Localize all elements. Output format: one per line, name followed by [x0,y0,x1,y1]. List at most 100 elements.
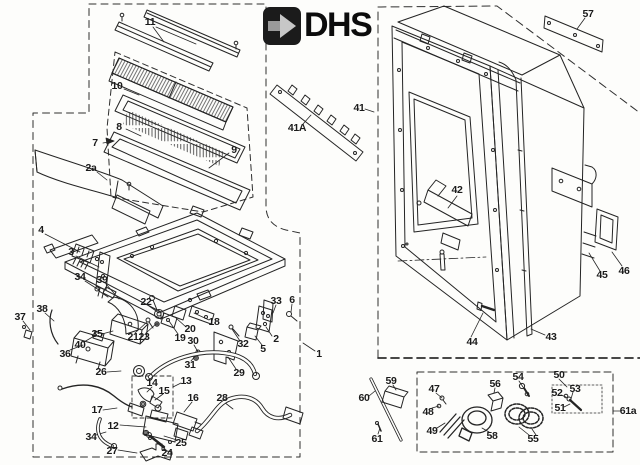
hinge-pin [439,253,446,271]
part-label-14: 14 [146,377,158,389]
part-label-54: 54 [512,371,524,383]
part-label-58: 58 [486,430,498,442]
part-label-6: 6 [289,294,295,306]
part-label-33: 33 [270,295,282,307]
part-label-10: 10 [111,80,123,92]
part-label-55: 55 [527,433,539,445]
part-label-5: 5 [260,343,266,355]
bracket-27 [139,443,173,462]
header-rail [393,21,523,92]
part-label-35: 35 [91,328,103,340]
burner-frames [103,94,251,211]
part-label-60: 60 [358,392,370,404]
pipe-28 [194,394,293,434]
screw-21 [145,317,151,323]
brand-logo: DHS [263,6,373,50]
part-label-28: 28 [216,392,228,404]
part-label-23: 23 [138,331,150,343]
part-label-1: 1 [316,348,322,360]
top-face [397,5,561,76]
screw-32 [228,324,234,330]
clip-40 [92,330,105,342]
part-label-61: 61 [371,433,383,445]
part-label-61a: 61a [619,405,637,417]
side-panel [489,65,585,341]
service-kit-box [416,371,614,453]
part-label-38: 38 [36,303,48,315]
part-label-22: 22 [140,296,152,308]
wire-38 [49,309,59,345]
part-label-15: 15 [158,385,170,397]
part-label-7: 7 [92,137,98,149]
part-label-52: 52 [551,387,563,399]
cap-59 [381,385,409,409]
part-label-17: 17 [91,404,103,416]
part-label-16: 16 [187,392,199,404]
curved-bracket-39 [107,296,139,335]
part-label-51: 51 [554,402,566,414]
vent-rails [114,9,241,72]
part-label-2a: 2a [85,162,97,174]
part-label-8: 8 [116,121,122,133]
brand-logo-text: DHS [304,6,373,44]
part-label-30: 30 [187,335,199,347]
screw-61 [377,423,382,432]
bracket-20 [171,305,187,321]
part-label-44: 44 [466,336,478,348]
part-label-36: 36 [59,348,71,360]
block-5 [244,322,262,341]
top-plate-57 [543,15,604,53]
part-label-19: 19 [174,332,186,344]
part-label-49: 49 [426,425,438,437]
part-label-39: 39 [96,274,108,286]
part-label-43: 43 [545,331,557,343]
clamp-lower [440,232,461,251]
part-label-57: 57 [582,8,594,20]
pipes-group [57,350,304,462]
bracket-2 [255,305,273,333]
screw-54 [518,382,530,397]
pin-51 [568,398,583,412]
part-label-31: 31 [184,359,196,371]
part-label-27: 27 [106,445,118,457]
part-label-4: 4 [38,224,44,236]
seal-strip-43 [498,61,533,337]
part-label-34: 34 [85,431,97,443]
part-label-48: 48 [422,406,434,418]
grille-panels [108,57,234,131]
rods-49 [439,413,465,439]
bracket-41a [269,84,364,162]
part-label-37: 37 [14,311,26,323]
part-label-20: 20 [184,323,196,335]
part-label-41A: 41A [287,122,307,134]
part-label-50: 50 [553,369,565,381]
part-label-34: 34 [74,271,86,283]
part-label-25: 25 [175,437,187,449]
thermocouple-17 [61,384,133,408]
front-trim-panel [34,149,164,225]
clamp-58 [458,406,493,442]
part-label-32: 32 [237,338,249,350]
bolt-6 [286,311,292,317]
part-label-21: 21 [127,331,139,343]
part-label-45: 45 [596,269,608,281]
elbow-26 [133,365,145,377]
injector-14-15 [137,387,163,409]
part-label-13: 13 [180,375,192,387]
part-label-53: 53 [569,383,581,395]
screw-34 [94,286,100,292]
burner-bristles [123,110,224,166]
door-opening [408,91,479,233]
clip-37 [23,329,33,340]
part-label-12: 12 [107,420,119,432]
firebox-box [377,5,640,359]
firebox-body [269,5,619,341]
screw-47 [439,395,445,401]
rings-55 [504,403,544,429]
bracket-29 [213,331,239,365]
screw-52 [563,393,569,399]
pin-44 [476,301,496,312]
arrow-right-icon [263,7,301,50]
